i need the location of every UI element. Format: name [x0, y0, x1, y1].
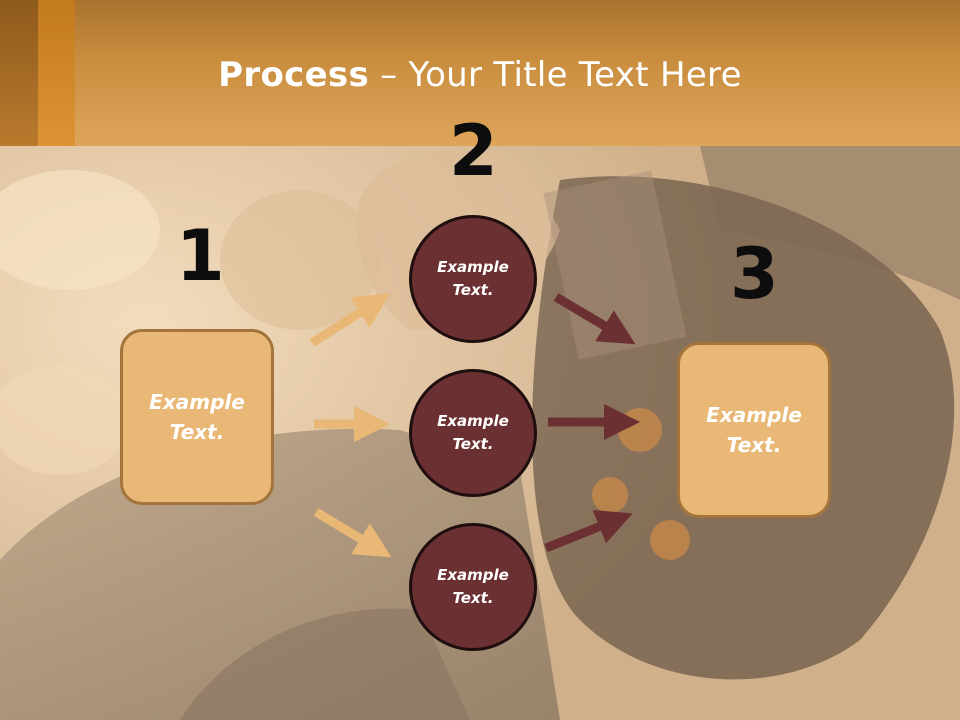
process-circle-top-line2: Text. — [452, 281, 494, 299]
process-circle-middle-line2: Text. — [452, 435, 494, 453]
step-number-1: 1 — [176, 215, 225, 297]
slide-title-bold: Process — [218, 55, 370, 95]
process-circle-bottom-line1: Example — [437, 566, 509, 584]
step-number-3: 3 — [730, 233, 779, 315]
header-stripe-light — [38, 0, 75, 146]
arrow-circle-top-to-box — [553, 293, 636, 345]
arrow-box-to-circle-bottom — [313, 508, 392, 558]
process-box-left-line2: Text. — [169, 420, 225, 444]
process-circle-bottom-line2: Text. — [452, 589, 494, 607]
process-box-right-line2: Text. — [726, 433, 782, 457]
arrow-circle-bottom-to-box — [544, 509, 633, 553]
arrow-box-to-circle-top — [309, 293, 391, 347]
header-band — [0, 0, 960, 146]
process-box-left-line1: Example — [149, 390, 245, 414]
slide-title-rest: – Your Title Text Here — [369, 55, 742, 95]
header-stripe-dark — [0, 0, 38, 146]
process-circle-middle-line1: Example — [437, 412, 509, 430]
process-box-right-line1: Example — [706, 403, 802, 427]
slide-title: Process – Your Title Text Here — [0, 52, 960, 98]
step-number-2: 2 — [449, 110, 498, 192]
process-circle-top-line1: Example — [437, 258, 509, 276]
